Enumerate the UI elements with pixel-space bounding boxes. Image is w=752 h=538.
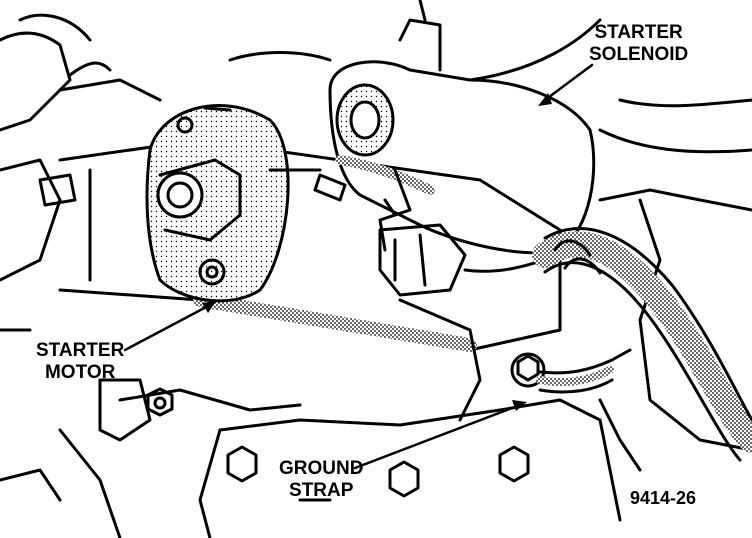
battery-cable — [532, 227, 752, 462]
leader-arrowheads — [202, 93, 552, 411]
starter-motor-label: STARTER MOTOR — [36, 340, 125, 383]
ground-strap — [510, 348, 632, 394]
starter-solenoid-label: STARTER SOLENOID — [589, 22, 689, 65]
figure-number: 9414-26 — [630, 488, 697, 508]
starter-end-plate — [145, 104, 290, 303]
ground-strap-label: GROUND STRAP — [279, 458, 364, 501]
connector — [268, 18, 602, 297]
leader-lines — [123, 63, 594, 470]
block-bolts — [146, 387, 530, 502]
starter-solenoid — [328, 0, 596, 255]
